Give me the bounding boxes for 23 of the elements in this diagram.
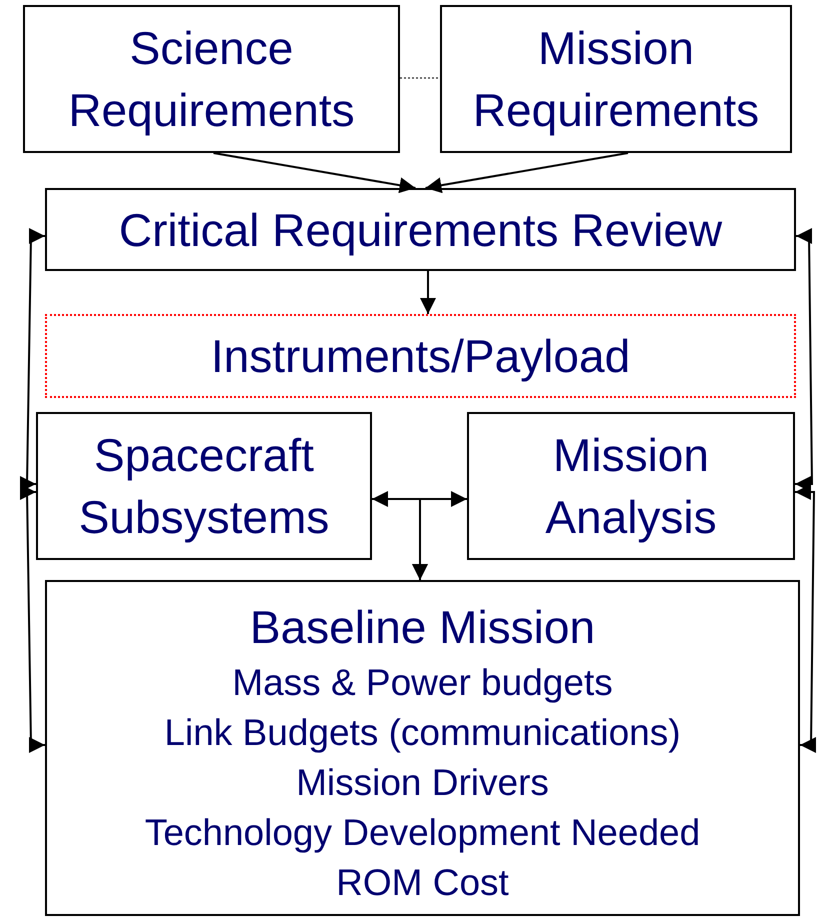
- box-text: Link Budgets (communications): [164, 711, 681, 755]
- box-title: Instruments/Payload: [210, 329, 630, 384]
- box-title: Science Requirements: [67, 21, 356, 138]
- box-text: Technology Development Needed: [144, 811, 700, 855]
- process-box: [45, 580, 800, 916]
- box-text: Mission Drivers: [296, 761, 549, 805]
- process-box: [23, 5, 400, 153]
- process-box: [467, 412, 795, 560]
- box-title: Mission Requirements: [472, 21, 760, 138]
- box-title: Spacecraft Subsystems: [78, 428, 330, 545]
- box-title: Critical Requirements Review: [118, 202, 722, 258]
- dotted-box: [45, 314, 796, 398]
- arrow: [213, 152, 416, 194]
- box-title: Baseline Mission: [250, 600, 596, 655]
- box-text: ROM Cost: [336, 861, 509, 905]
- box-text: Mass & Power budgets: [232, 661, 613, 705]
- process-box: [36, 412, 372, 560]
- arrow: [420, 271, 436, 314]
- arrow: [425, 152, 628, 194]
- box-title: Mission Analysis: [544, 428, 718, 545]
- arrow: [372, 491, 467, 507]
- process-box: [440, 5, 792, 153]
- process-box: [45, 188, 796, 271]
